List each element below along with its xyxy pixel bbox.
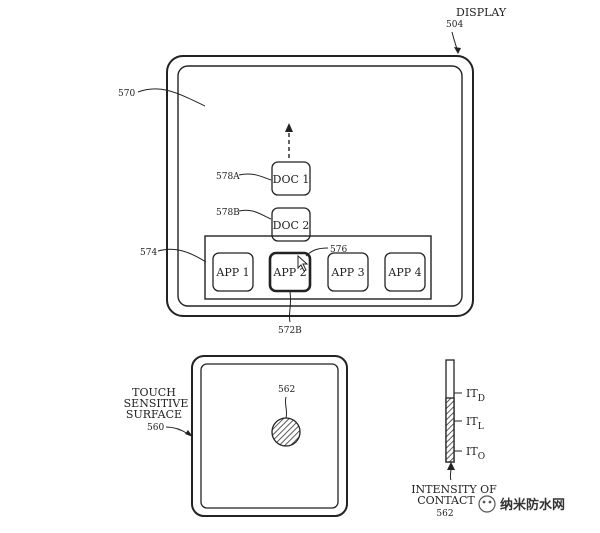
device-screen	[177, 65, 463, 307]
app-2-leader	[288, 291, 292, 323]
watermark-logo-eye2-icon	[488, 500, 492, 504]
touch-leader	[165, 426, 189, 435]
touch-label-3: SURFACE	[126, 408, 182, 421]
contact-point	[271, 417, 301, 447]
it-d-label: ITD	[466, 387, 485, 404]
doc-1-tile	[271, 161, 311, 196]
contact-point-leader	[284, 396, 288, 419]
display-label: DISPLAY	[456, 6, 507, 19]
contact-ref: 576	[330, 245, 347, 255]
dock	[204, 235, 432, 300]
doc-1-label: DOC 1	[273, 173, 310, 186]
doc-1-ref: 578A	[216, 172, 240, 182]
intensity-caption-2: CONTACT	[417, 494, 475, 507]
app-1-tile	[212, 252, 254, 292]
watermark-logo-eye-icon	[482, 500, 486, 504]
app-3-label: APP 3	[330, 266, 364, 279]
touch-ref: 560	[147, 423, 164, 433]
contact-point-ref: 562	[278, 385, 295, 395]
it-l-label: ITL	[466, 415, 484, 432]
device-outer	[166, 55, 474, 317]
app-2-label: APP 2	[272, 266, 306, 279]
contact-leader	[305, 247, 329, 257]
display-arrowhead	[454, 47, 461, 54]
touch-surface-inner	[200, 363, 339, 509]
app-4-tile	[384, 252, 426, 292]
app-4-label: APP 4	[387, 266, 421, 279]
doc-2-leader	[238, 209, 272, 220]
drag-arrowhead	[285, 123, 293, 132]
intensity-ref: 562	[436, 509, 453, 519]
touch-label-1: TOUCH	[132, 386, 176, 399]
touch-surface-outer	[191, 355, 348, 517]
it-o-label: ITO	[466, 445, 485, 462]
touch-arrowhead	[185, 430, 193, 437]
intensity-caption-1: INTENSITY OF	[411, 483, 497, 496]
intensity-arrowhead	[447, 462, 455, 470]
screen-leader	[137, 88, 206, 107]
intensity-fill	[445, 397, 455, 463]
screen-ref: 570	[118, 89, 135, 99]
doc-1-leader	[238, 173, 272, 181]
display-ref: 504	[446, 20, 463, 30]
watermark-text: 纳米防水网	[500, 497, 565, 513]
app-1-label: APP 1	[215, 266, 249, 279]
watermark-logo-icon	[478, 495, 496, 513]
touch-label-2: SENSITIVE	[124, 397, 189, 410]
dock-leader	[157, 248, 207, 263]
dock-ref: 574	[140, 248, 157, 258]
doc-2-label: DOC 2	[273, 219, 310, 232]
doc-2-ref: 578B	[216, 208, 240, 218]
app-2-ref: 572B	[278, 326, 302, 336]
doc-2-tile	[271, 207, 311, 242]
app-3-tile	[327, 252, 369, 292]
cursor-icon	[297, 254, 309, 272]
